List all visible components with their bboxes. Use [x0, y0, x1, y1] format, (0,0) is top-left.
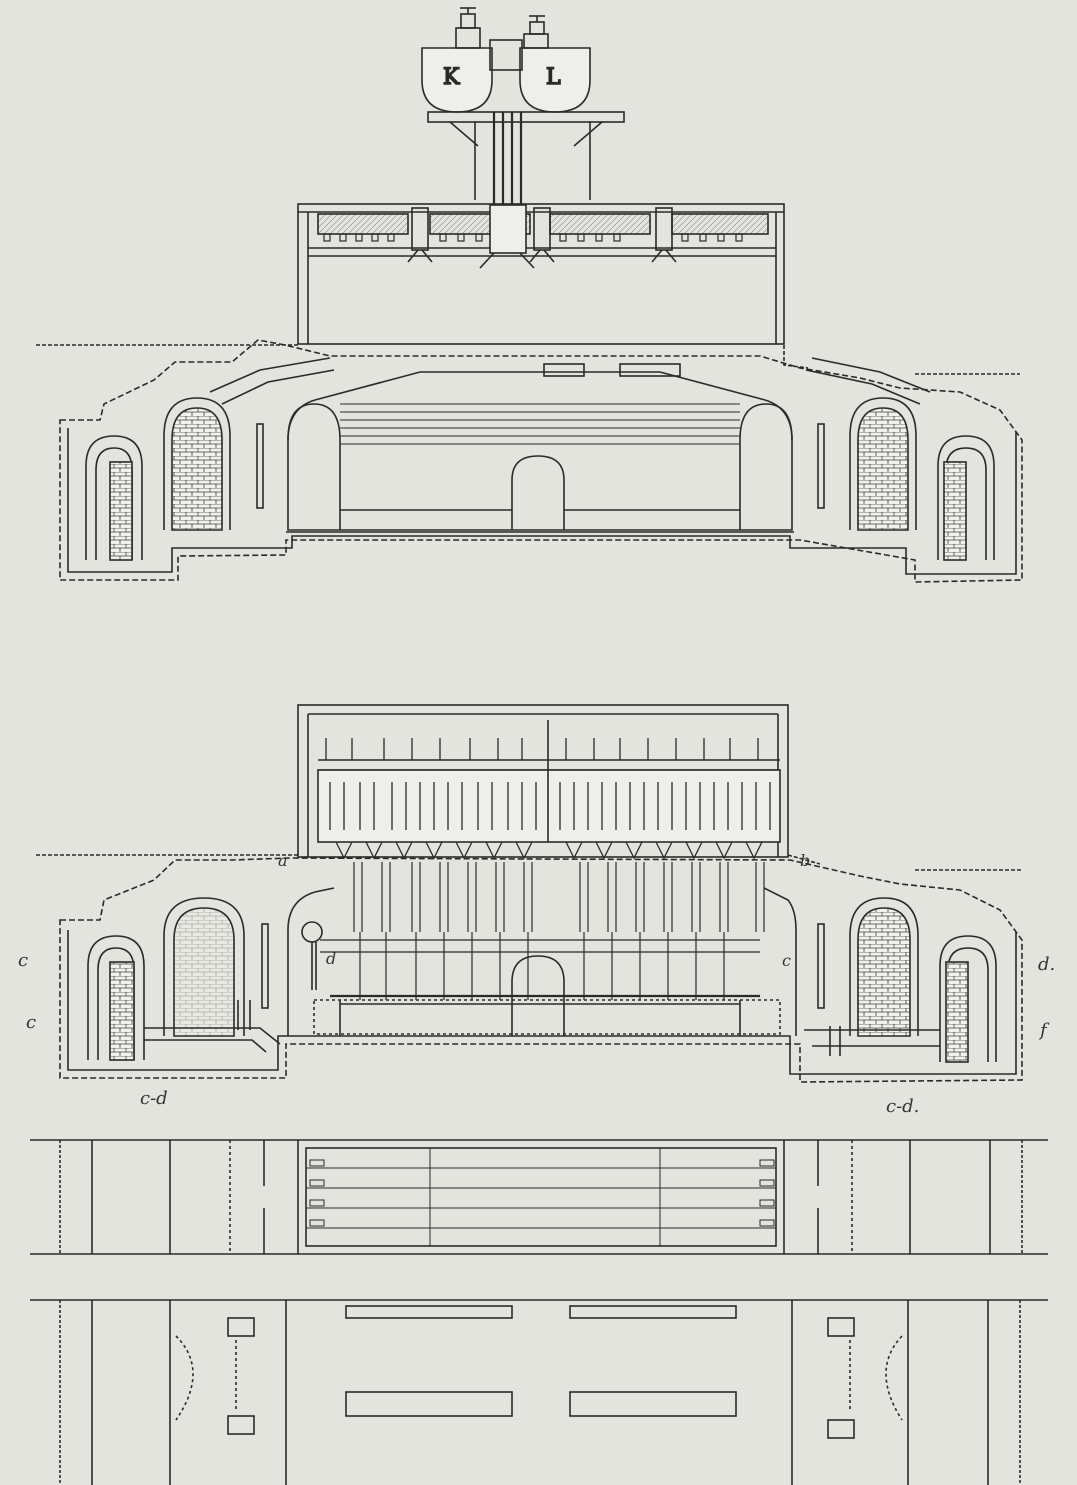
tank-l — [519, 15, 591, 113]
middle-section-labels: a b c c d c d. f c-d c-d. — [18, 851, 1055, 1117]
label-c-top: c — [18, 950, 28, 971]
middle-right-regenerator — [804, 897, 997, 1063]
label-cd-right: c-d. — [886, 1096, 919, 1117]
tank-k-label: K — [443, 65, 460, 90]
middle-left-regenerator — [87, 897, 281, 1061]
top-left-regenerator — [85, 397, 264, 561]
top-section-figure: K L — [36, 7, 1023, 583]
top-right-regenerator — [817, 397, 995, 561]
label-b: b — [800, 851, 810, 870]
label-d-mid: d — [326, 949, 336, 968]
top-earthwork-outline — [59, 339, 1023, 583]
descending-tubes — [320, 862, 765, 1000]
tank-k — [421, 7, 493, 113]
label-c-mid: c — [26, 1012, 36, 1033]
label-a: a — [278, 851, 288, 870]
upper-retort-housing — [297, 203, 785, 345]
top-central-chamber — [286, 363, 794, 533]
label-d-right: d. — [1038, 954, 1055, 975]
plan-view-lower — [30, 1299, 1048, 1485]
middle-central-chamber — [287, 887, 797, 1036]
tank-l-label: L — [546, 65, 561, 90]
label-cd-left: c-d — [140, 1088, 168, 1109]
label-f: f — [1038, 1020, 1050, 1041]
label-c-right: c — [782, 951, 791, 970]
plan-view-upper — [30, 1139, 1048, 1255]
middle-earthwork-outline — [59, 857, 1023, 1083]
middle-section-figure — [36, 704, 1023, 1083]
retort-bench — [297, 704, 789, 858]
tank-platform — [427, 111, 625, 123]
